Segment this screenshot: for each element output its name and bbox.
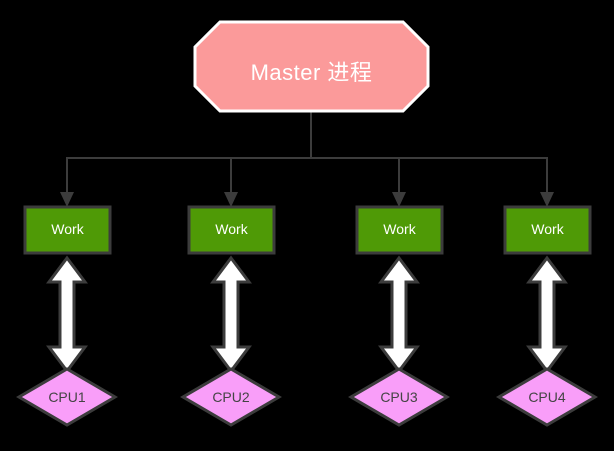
cpu-node-shape-3[interactable] (348, 367, 450, 427)
master-node-shape[interactable] (193, 20, 430, 113)
bidirectional-arrow-icon-2 (210, 255, 252, 374)
bidirectional-arrow-icon-4 (526, 255, 568, 374)
cpu-node-shape-1[interactable] (16, 367, 118, 427)
arrow-head-icon-2 (224, 192, 238, 207)
work-node-shape-3[interactable] (355, 205, 444, 255)
bidirectional-arrow-icon-1 (46, 255, 88, 374)
arrow-head-icon-1 (60, 192, 74, 207)
work-node-shape-2[interactable] (187, 205, 276, 255)
cpu-node-shape-4[interactable] (496, 367, 598, 427)
work-node-shape-4[interactable] (503, 205, 592, 255)
cpu-node-shape-2[interactable] (180, 367, 282, 427)
tree-connector-group (60, 111, 554, 207)
arrow-head-icon-4 (540, 192, 554, 207)
bidirectional-arrow-icon-3 (378, 255, 420, 374)
work-node-shape-1[interactable] (23, 205, 112, 255)
arrow-head-icon-3 (392, 192, 406, 207)
